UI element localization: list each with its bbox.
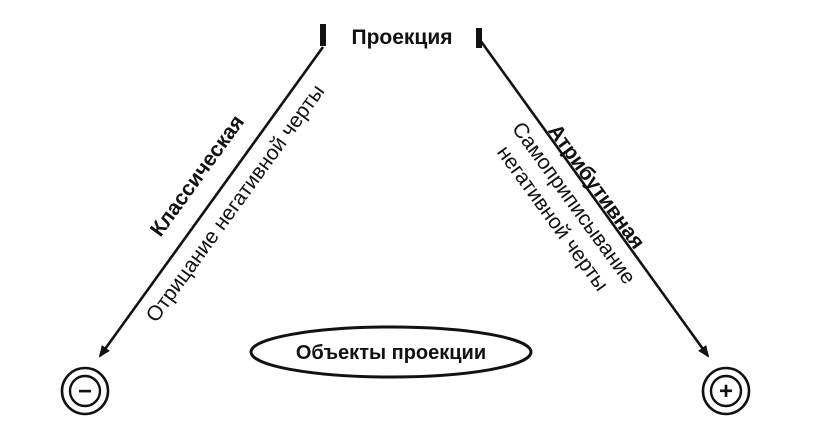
right-top-tick [476, 28, 482, 48]
left-arrow [98, 46, 325, 358]
minus-icon: − [78, 378, 92, 405]
plus-node: + [701, 366, 751, 416]
plus-icon: + [719, 378, 733, 405]
minus-node: − [60, 366, 110, 416]
projection-objects-ellipse [249, 325, 533, 379]
right-arrow [478, 39, 710, 358]
projection-objects-label: Объекты проекции [296, 342, 486, 364]
left-top-tick [320, 24, 326, 46]
diagram-title: Проекция [351, 26, 452, 49]
